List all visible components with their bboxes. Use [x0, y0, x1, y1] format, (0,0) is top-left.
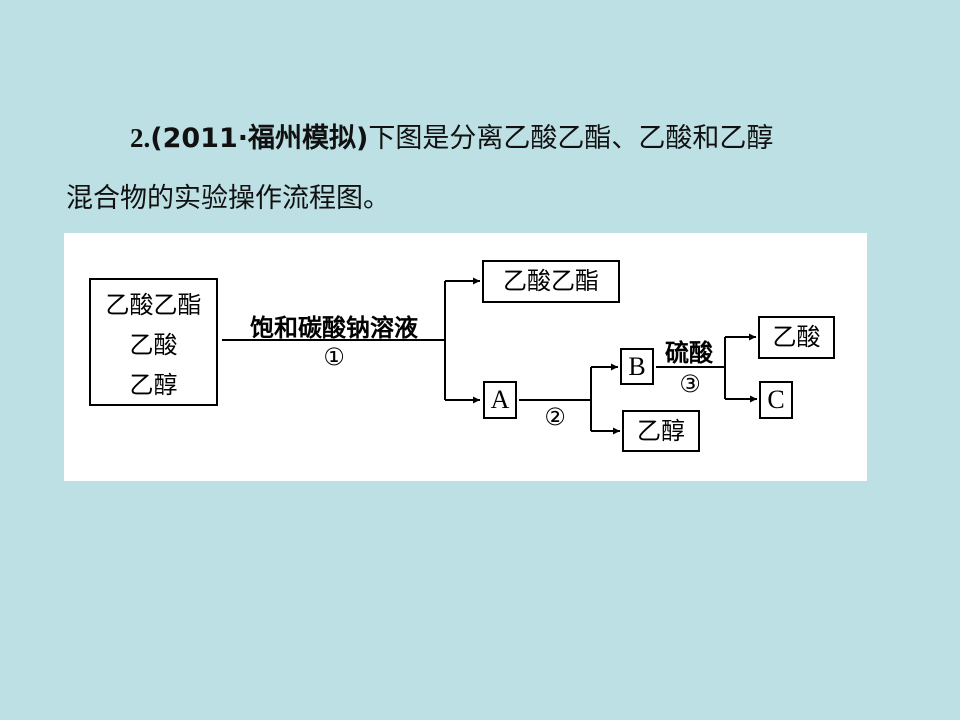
reagent-1-label: 饱和碳酸钠溶液: [250, 314, 418, 342]
step-3-label: ③: [679, 370, 701, 398]
ester-product-box: 乙酸乙酯: [482, 260, 620, 303]
box-C: C: [759, 381, 793, 419]
mixture-item: 乙醇: [129, 371, 178, 399]
box-B: B: [620, 348, 654, 385]
flowchart: 乙酸乙酯 乙酸 乙醇 饱和碳酸钠溶液 ① 乙酸乙酯 A ② B 乙醇 硫酸 ③ …: [64, 233, 867, 481]
question-line-2: 混合物的实验操作流程图。: [66, 183, 390, 214]
question-separator: .: [143, 123, 151, 153]
flowchart-lines: [222, 277, 757, 435]
box-A: A: [483, 381, 517, 419]
question-text-1: 下图是分离乙酸乙酯、乙酸和乙醇: [368, 123, 774, 154]
question-line-1: 2.(2011·福州模拟)下图是分离乙酸乙酯、乙酸和乙醇: [66, 108, 906, 169]
step-2-label: ②: [544, 403, 566, 431]
question-number: 2: [130, 123, 144, 153]
mixture-box: 乙酸乙酯 乙酸 乙醇: [89, 278, 218, 406]
step-1-label: ①: [323, 343, 345, 371]
mixture-item: 乙酸乙酯: [105, 291, 202, 319]
reagent-3-label: 硫酸: [665, 339, 713, 367]
alcohol-product-box: 乙醇: [622, 410, 700, 452]
mixture-item: 乙酸: [129, 331, 178, 359]
question-text: 2.(2011·福州模拟)下图是分离乙酸乙酯、乙酸和乙醇 混合物的实验操作流程图…: [66, 108, 906, 229]
question-source: (2011·福州模拟): [150, 123, 369, 154]
acid-product-box: 乙酸: [758, 316, 835, 359]
